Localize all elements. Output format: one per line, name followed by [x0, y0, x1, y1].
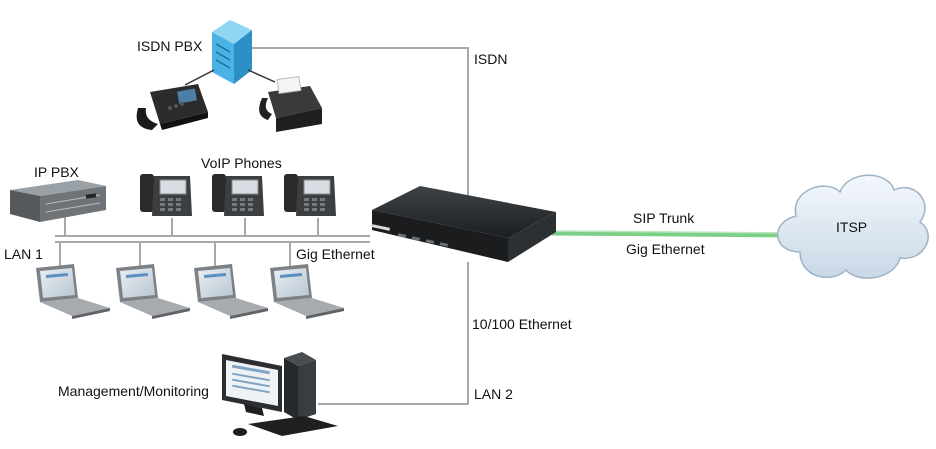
gig-ethernet-wan-label: Gig Ethernet — [626, 241, 705, 257]
isdn-pbx-label: ISDN PBX — [137, 38, 203, 54]
voip-phones-label: VoIP Phones — [201, 155, 282, 171]
gateway-device-icon — [371, 186, 556, 262]
isdn-label: ISDN — [474, 51, 508, 67]
ethernet-10-100-label: 10/100 Ethernet — [472, 316, 572, 332]
voip-phone-icon — [212, 174, 264, 216]
isdn-fax-cable — [247, 69, 276, 83]
desk-phone-icon — [136, 84, 208, 130]
brand-logo-icon — [371, 224, 391, 231]
isdn-pbx-server-icon — [212, 20, 252, 84]
isdn-link — [250, 47, 469, 205]
sip-trunk-link — [551, 230, 801, 238]
voip-phone-icon — [140, 174, 192, 216]
lan1-label: LAN 1 — [4, 246, 43, 262]
lan2-label: LAN 2 — [474, 386, 513, 402]
workstation-icon — [222, 352, 338, 436]
sip-trunk-label: SIP Trunk — [633, 210, 695, 226]
connection-lines — [55, 47, 469, 405]
voip-phone-icon — [284, 174, 336, 216]
cloud-icon — [777, 174, 929, 279]
laptop-icon — [194, 264, 268, 319]
management-monitoring-label: Management/Monitoring — [58, 383, 209, 399]
itsp-label: ITSP — [836, 219, 868, 235]
ip-pbx-label: IP PBX — [34, 164, 79, 180]
lan2-link — [318, 262, 469, 405]
isdn-phone-cable — [184, 69, 215, 86]
ip-pbx-server-icon — [10, 180, 106, 222]
laptop-icon — [270, 264, 344, 319]
fax-machine-icon — [259, 75, 322, 132]
sip-trunk-highlight — [551, 230, 801, 234]
gig-ethernet-lan-label: Gig Ethernet — [296, 246, 375, 262]
laptop-icon — [36, 264, 110, 319]
laptop-icon — [116, 264, 190, 319]
